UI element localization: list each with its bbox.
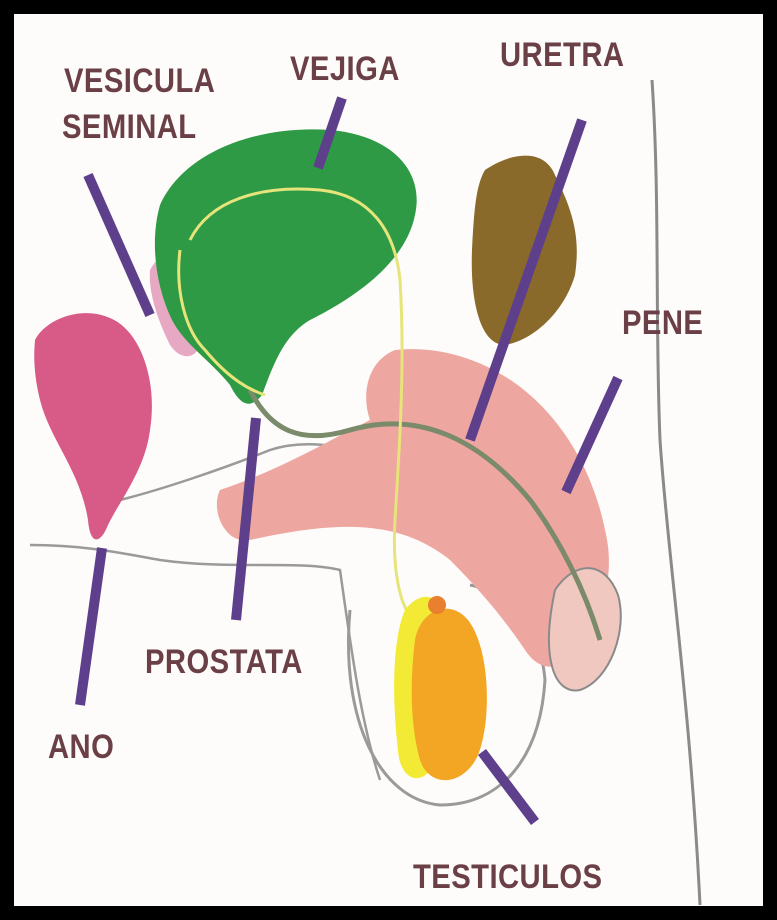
pointer-testiculos <box>482 752 535 822</box>
label-vejiga: VEJIGA <box>290 52 400 88</box>
body-outline <box>652 80 700 905</box>
bladder <box>155 129 417 403</box>
label-ano: ANO <box>48 730 114 766</box>
pointer-ano <box>80 548 102 705</box>
pointer-vesicula <box>88 175 150 315</box>
rectum <box>34 313 152 539</box>
glans <box>549 568 621 690</box>
testis <box>412 609 487 780</box>
label-vesicula-seminal-line1: VESICULA <box>64 64 215 100</box>
label-vesicula-seminal-line2: SEMINAL <box>62 110 197 146</box>
pointer-pene <box>566 378 618 492</box>
label-uretra: URETRA <box>500 38 624 74</box>
label-prostata: PROSTATA <box>145 645 303 681</box>
spermatic-cord-knot <box>428 596 446 614</box>
label-pene: PENE <box>622 306 703 342</box>
label-testiculos: TESTICULOS <box>413 860 602 896</box>
